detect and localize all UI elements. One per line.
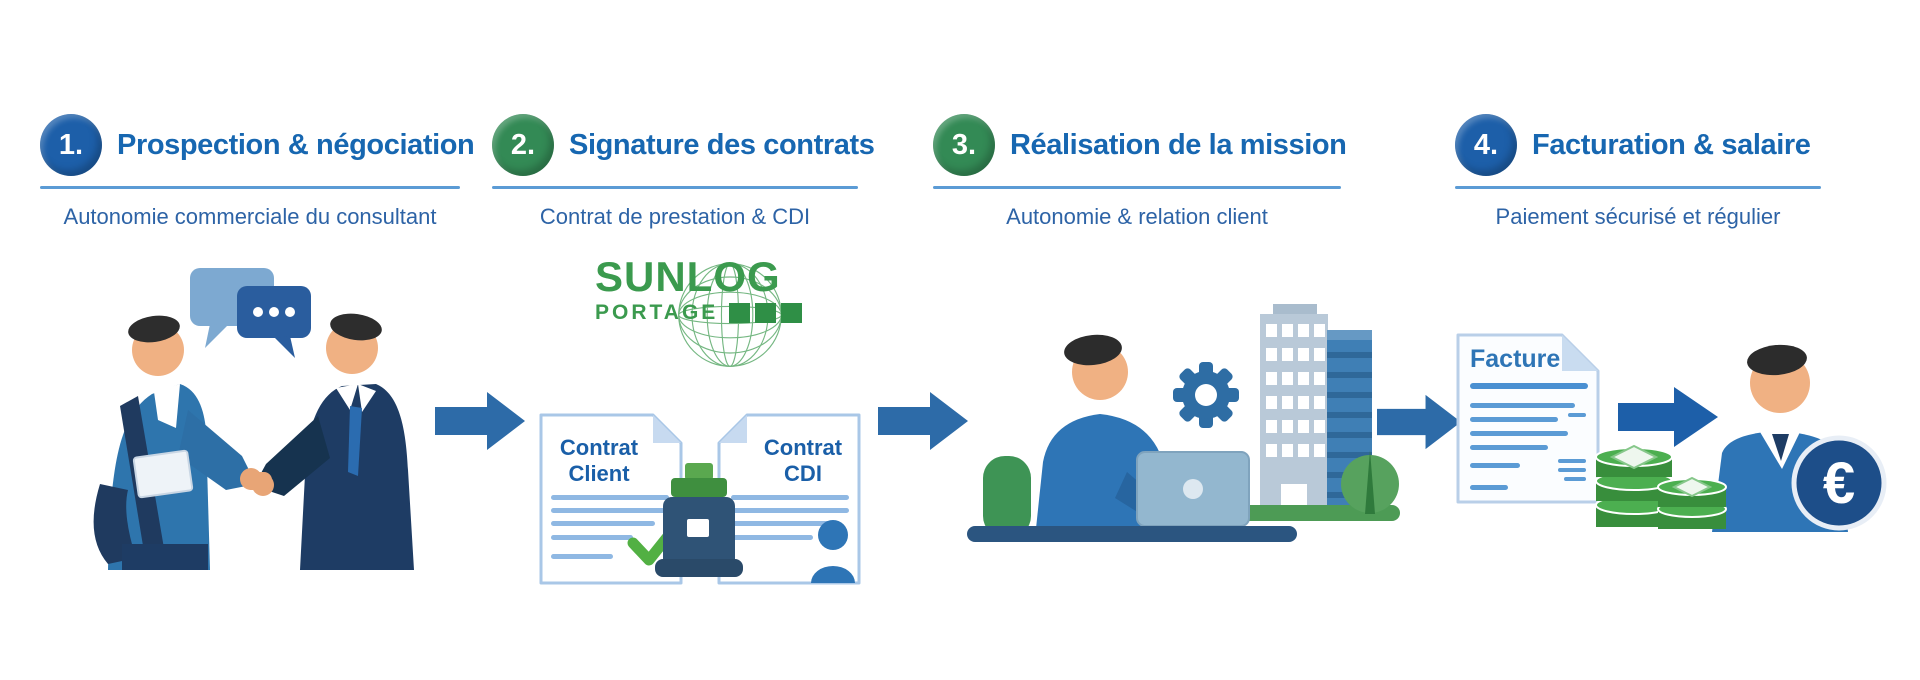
step-2-subtitle: Contrat de prestation & CDI [539, 204, 811, 229]
brand-logo: SUNLOG PORTAGE [595, 256, 850, 376]
employee-person-icon [811, 520, 855, 583]
step-4-number-badge: 4. [1455, 114, 1517, 176]
euro-coin-icon: € [1791, 435, 1887, 531]
chair-icon [983, 456, 1031, 538]
brand-name: SUNLOG [595, 253, 781, 300]
step-1-header: 1. Prospection & négociation Autonomie c… [40, 114, 475, 230]
contract-cdi-title-line1: Contrat [764, 435, 843, 460]
step-1-title: Prospection & négociation [117, 128, 475, 161]
step-3-underline [933, 186, 1341, 189]
euro-symbol: € [1823, 451, 1855, 516]
step-2-number-badge: 2. [492, 114, 554, 176]
right-person-figure [254, 313, 414, 570]
gear-icon [1173, 362, 1239, 428]
handshake-illustration [93, 268, 414, 570]
step-2-title: Signature des contrats [569, 128, 875, 161]
contracts-illustration: Contrat Client Contrat CDI [539, 413, 861, 585]
contract-client-title-line1: Contrat [560, 435, 639, 460]
brand-tagline: PORTAGE [595, 301, 719, 324]
desk [967, 526, 1297, 542]
step-4-subtitle: Paiement sécurisé et régulier [1495, 204, 1781, 229]
logo-squares-icon [724, 302, 803, 323]
invoice-salary-illustration: Facture [1456, 333, 1887, 532]
step-4-header: 4. Facturation & salaire Paiement sécuri… [1455, 114, 1821, 230]
contract-client-document: Contrat Client [539, 413, 683, 585]
step-4-title: Facturation & salaire [1532, 128, 1811, 161]
handshake-hands-icon [240, 468, 274, 496]
contract-client-title-line2: Client [568, 461, 630, 486]
mission-illustration [967, 304, 1400, 542]
flow-arrow-icon [1377, 394, 1461, 450]
step-2-underline [492, 186, 858, 189]
flow-arrow-icon [435, 392, 525, 450]
step-1-underline [40, 186, 460, 189]
contract-cdi-title-line2: CDI [784, 461, 822, 486]
flow-arrow-icon [878, 392, 968, 450]
briefcase-icon [655, 463, 743, 577]
step-3-header: 3. Réalisation de la mission Autonomie &… [933, 114, 1347, 230]
tree-icon [1341, 450, 1399, 514]
invoice-document: Facture [1456, 333, 1600, 504]
transfer-arrow-icon [1618, 387, 1718, 447]
speech-bubble-dark-icon [237, 286, 311, 358]
left-person-figure [93, 315, 256, 570]
step-3-title: Réalisation de la mission [1010, 128, 1347, 161]
invoice-label: Facture [1470, 345, 1560, 373]
step-2-header: 2. Signature des contrats Contrat de pre… [492, 114, 875, 230]
coins-icon [1595, 444, 1727, 529]
step-3-subtitle: Autonomie & relation client [1006, 204, 1268, 229]
contract-cdi-document: Contrat CDI [717, 413, 861, 585]
step-4-underline [1455, 186, 1821, 189]
office-building-icon [1260, 304, 1372, 510]
step-1-number-badge: 1. [40, 114, 102, 176]
step-3-number-badge: 3. [933, 114, 995, 176]
step-1-subtitle: Autonomie commerciale du consultant [63, 204, 437, 229]
